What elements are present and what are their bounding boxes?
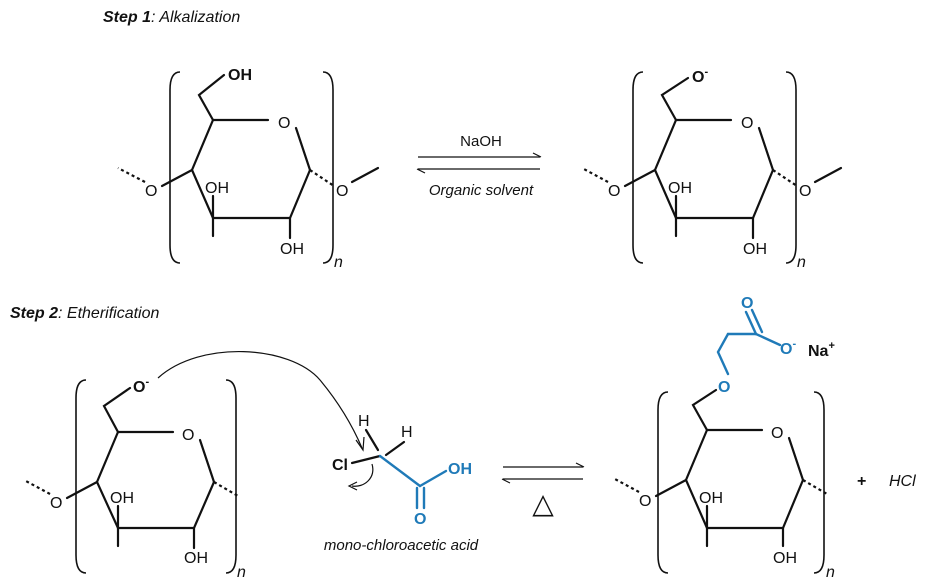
repeat-n: n	[797, 254, 806, 271]
bracket-left	[169, 71, 181, 264]
hydroxyl-c3: OH	[699, 490, 723, 507]
hydrogen-2: H	[401, 424, 413, 441]
carbonyl-oxygen: O	[414, 511, 426, 528]
ring-oxygen: O	[741, 115, 753, 132]
carboxyl-hydroxyl: OH	[448, 461, 472, 478]
hydroxyl-c2: OH	[184, 550, 208, 567]
nucleophilic-attack-arrow	[157, 351, 363, 449]
hydroxyl-c3: OH	[110, 490, 134, 507]
reagent-organic-solvent: Organic solvent	[429, 182, 534, 199]
carboxymethyl-cellulose-product: n O O O O- Na+ OH OH O	[612, 295, 835, 581]
plus-sign: +	[857, 473, 866, 490]
reagent-naoh: NaOH	[460, 133, 502, 150]
carboxylate-carbonyl-oxygen: O	[741, 295, 753, 312]
chlorine-atom: Cl	[332, 457, 348, 474]
repeat-n: n	[826, 564, 835, 581]
byproduct-hcl: HCl	[889, 473, 916, 490]
hydroxyl-c2: OH	[773, 550, 797, 567]
ring-oxygen: O	[771, 425, 783, 442]
glycosidic-oxygen-right: O	[336, 183, 348, 200]
alkoxide-oxygen: O-	[133, 376, 149, 396]
hydroxyl-c3: OH	[205, 180, 229, 197]
glycosidic-oxygen-left: O	[145, 183, 157, 200]
mono-chloroacetic-acid-structure: H H Cl OH O mono-chloroacetic acid	[324, 413, 479, 554]
primary-hydroxyl: OH	[228, 67, 252, 84]
heat-symbol: △	[532, 487, 554, 520]
alkoxide-oxygen: O-	[692, 66, 708, 86]
hydroxyl-c3: OH	[668, 180, 692, 197]
step1-header: Step 1: Alkalization	[103, 9, 240, 26]
bracket-right	[322, 71, 334, 264]
repeat-n: n	[334, 254, 343, 271]
cellulose-alkoxide-product: n O O- OH OH O O	[581, 66, 843, 271]
step2-header: Step 2: Etherification	[10, 305, 160, 322]
hydrogen-1: H	[358, 413, 370, 430]
cellulose-unit-reactant: n O OH OH OH O O	[117, 67, 380, 271]
ring-oxygen: O	[182, 427, 194, 444]
ether-oxygen: O	[718, 379, 730, 396]
equilibrium-arrows-step1: NaOH Organic solvent	[416, 133, 542, 199]
ring-oxygen: O	[278, 115, 290, 132]
sodium-cation: Na+	[808, 340, 835, 360]
hydroxyl-c2: OH	[743, 241, 767, 258]
carboxylate-oxygen: O-	[780, 338, 796, 358]
repeat-n: n	[237, 564, 246, 581]
reagent-name: mono-chloroacetic acid	[324, 537, 479, 554]
cellulose-alkoxide-reactant: n O O- OH OH O	[23, 376, 246, 581]
glycosidic-oxygen-left: O	[639, 493, 651, 510]
glycosidic-oxygen-left: O	[50, 495, 62, 512]
equilibrium-arrows-step2: △	[501, 462, 585, 520]
hydroxyl-c2: OH	[280, 241, 304, 258]
nucleophilic-attack-arrowhead	[355, 436, 365, 452]
glycosidic-oxygen-left: O	[608, 183, 620, 200]
glycosidic-oxygen-right: O	[799, 183, 811, 200]
leaving-group-arrow	[351, 463, 374, 487]
